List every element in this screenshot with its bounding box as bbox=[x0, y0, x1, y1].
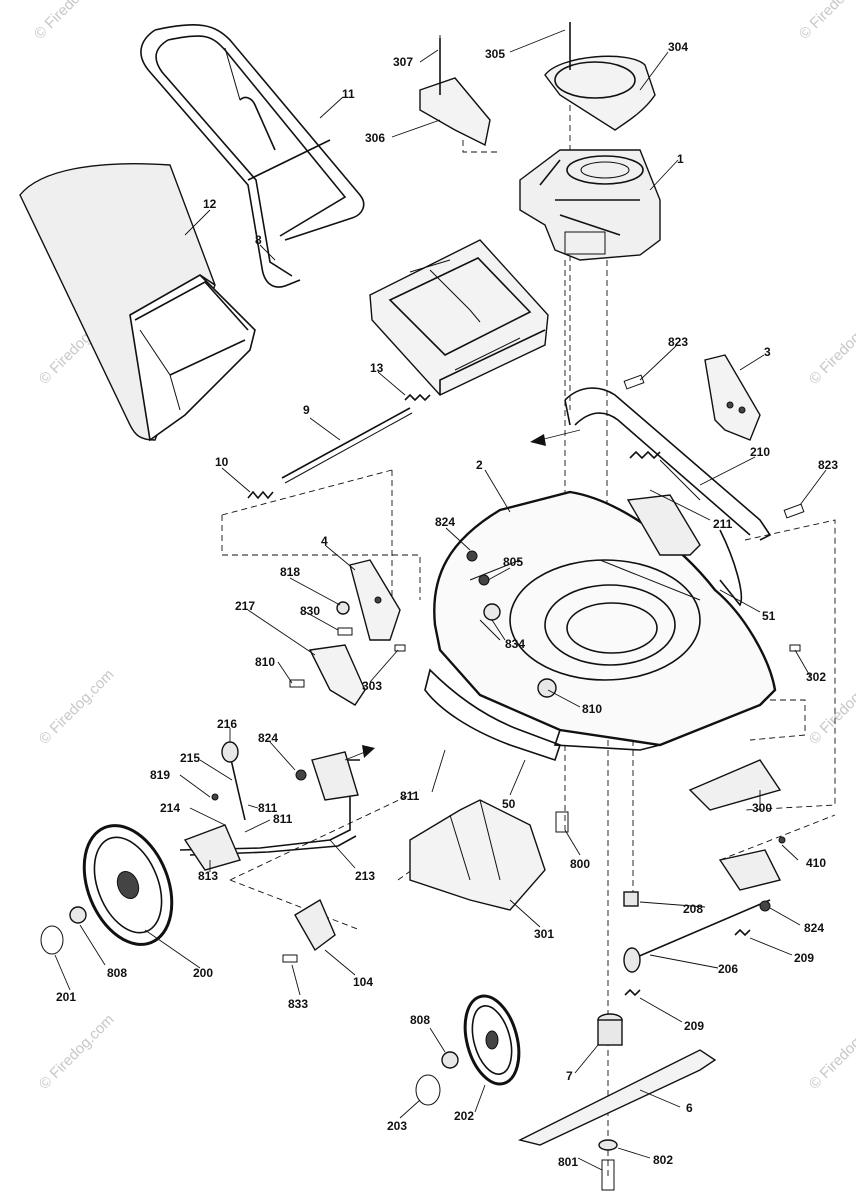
rear-wheel-assembly bbox=[415, 994, 521, 1106]
callout-301: 301 bbox=[534, 927, 554, 941]
engine-part bbox=[519, 149, 661, 261]
callout-300: 300 bbox=[752, 801, 772, 815]
callout-7: 7 bbox=[566, 1069, 573, 1083]
callout-302: 302 bbox=[806, 670, 826, 684]
callout-10: 10 bbox=[215, 455, 229, 469]
front-wheel-assembly bbox=[40, 824, 174, 955]
callout-3: 3 bbox=[764, 345, 771, 359]
watermark: © Firedog.com bbox=[36, 666, 118, 748]
discharge-chute-part bbox=[409, 799, 546, 911]
callout-830: 830 bbox=[300, 604, 320, 618]
callout-50: 50 bbox=[502, 797, 516, 811]
front-baffle-parts bbox=[424, 668, 569, 833]
watermark: © Firedog.com bbox=[36, 1011, 118, 1093]
rod-and-springs bbox=[247, 393, 431, 500]
callout-217: 217 bbox=[235, 599, 255, 613]
callout-213: 213 bbox=[355, 869, 375, 883]
rear-bracket-part bbox=[623, 354, 805, 519]
callout-208: 208 bbox=[683, 902, 703, 916]
watermark: © Firedog.com bbox=[806, 306, 856, 388]
callout-9: 9 bbox=[303, 403, 310, 417]
callout-8: 8 bbox=[255, 233, 262, 247]
callout-215: 215 bbox=[180, 751, 200, 765]
callout-307: 307 bbox=[393, 55, 413, 69]
rear-axle-part bbox=[564, 387, 772, 541]
grass-bag-part bbox=[19, 163, 256, 442]
callout-2: 2 bbox=[476, 458, 483, 472]
callout-810: 810 bbox=[255, 655, 275, 669]
callout-202: 202 bbox=[454, 1109, 474, 1123]
callout-833: 833 bbox=[288, 997, 308, 1011]
callout-818: 818 bbox=[280, 565, 300, 579]
callout-824: 824 bbox=[258, 731, 278, 745]
callout-13: 13 bbox=[370, 361, 384, 375]
side-skirt-part bbox=[688, 644, 801, 811]
front-axle-assembly bbox=[179, 741, 360, 871]
callout-808: 808 bbox=[410, 1013, 430, 1027]
direction-arrows bbox=[344, 429, 581, 761]
callout-214: 214 bbox=[160, 801, 180, 815]
callout-209: 209 bbox=[684, 1019, 704, 1033]
callout-12: 12 bbox=[203, 197, 217, 211]
callout-801: 801 bbox=[558, 1155, 578, 1169]
callout-6: 6 bbox=[686, 1101, 693, 1115]
watermark: © Firedog.com bbox=[796, 0, 856, 43]
engine-covers bbox=[419, 22, 656, 147]
callout-824: 824 bbox=[435, 515, 455, 529]
handle-part bbox=[140, 24, 365, 288]
callout-823: 823 bbox=[668, 335, 688, 349]
callout-306: 306 bbox=[365, 131, 385, 145]
pivot-part bbox=[282, 898, 336, 963]
callout-303: 303 bbox=[362, 679, 382, 693]
callout-206: 206 bbox=[718, 962, 738, 976]
callout-209: 209 bbox=[794, 951, 814, 965]
rear-door-part bbox=[369, 239, 549, 396]
callout-800: 800 bbox=[570, 857, 590, 871]
callout-4: 4 bbox=[321, 534, 328, 548]
callout-808: 808 bbox=[107, 966, 127, 980]
callout-813: 813 bbox=[198, 869, 218, 883]
callout-805: 805 bbox=[503, 555, 523, 569]
blade-assembly bbox=[517, 1013, 717, 1191]
height-adjust-parts bbox=[289, 559, 406, 706]
drive-control-parts bbox=[623, 836, 786, 997]
callout-824: 824 bbox=[804, 921, 824, 935]
deck-rear-guards bbox=[626, 494, 743, 607]
callout-211: 211 bbox=[713, 517, 733, 531]
callout-304: 304 bbox=[668, 40, 688, 54]
callout-104: 104 bbox=[353, 975, 373, 989]
callout-labels: 307 305 304 11 306 1 12 8 823 3 13 9 210… bbox=[56, 40, 838, 1169]
callout-201: 201 bbox=[56, 990, 76, 1004]
callout-51: 51 bbox=[762, 609, 776, 623]
callout-305: 305 bbox=[485, 47, 505, 61]
callout-210: 210 bbox=[750, 445, 770, 459]
callout-410: 410 bbox=[806, 856, 826, 870]
callout-11: 11 bbox=[342, 87, 355, 101]
callout-811: 811 bbox=[273, 812, 293, 826]
callout-811: 811 bbox=[400, 789, 420, 803]
leader-lines bbox=[54, 29, 827, 1171]
callout-802: 802 bbox=[653, 1153, 673, 1167]
callout-216: 216 bbox=[217, 717, 237, 731]
callout-823: 823 bbox=[818, 458, 838, 472]
callout-203: 203 bbox=[387, 1119, 407, 1133]
callout-819: 819 bbox=[150, 768, 170, 782]
callout-200: 200 bbox=[193, 966, 213, 980]
callout-811: 811 bbox=[258, 801, 278, 815]
callout-834: 834 bbox=[505, 637, 525, 651]
callout-1: 1 bbox=[677, 152, 684, 166]
watermark: © Firedog.com bbox=[31, 0, 113, 43]
watermark: © Firedog.com bbox=[806, 1011, 856, 1093]
callout-810: 810 bbox=[582, 702, 602, 716]
